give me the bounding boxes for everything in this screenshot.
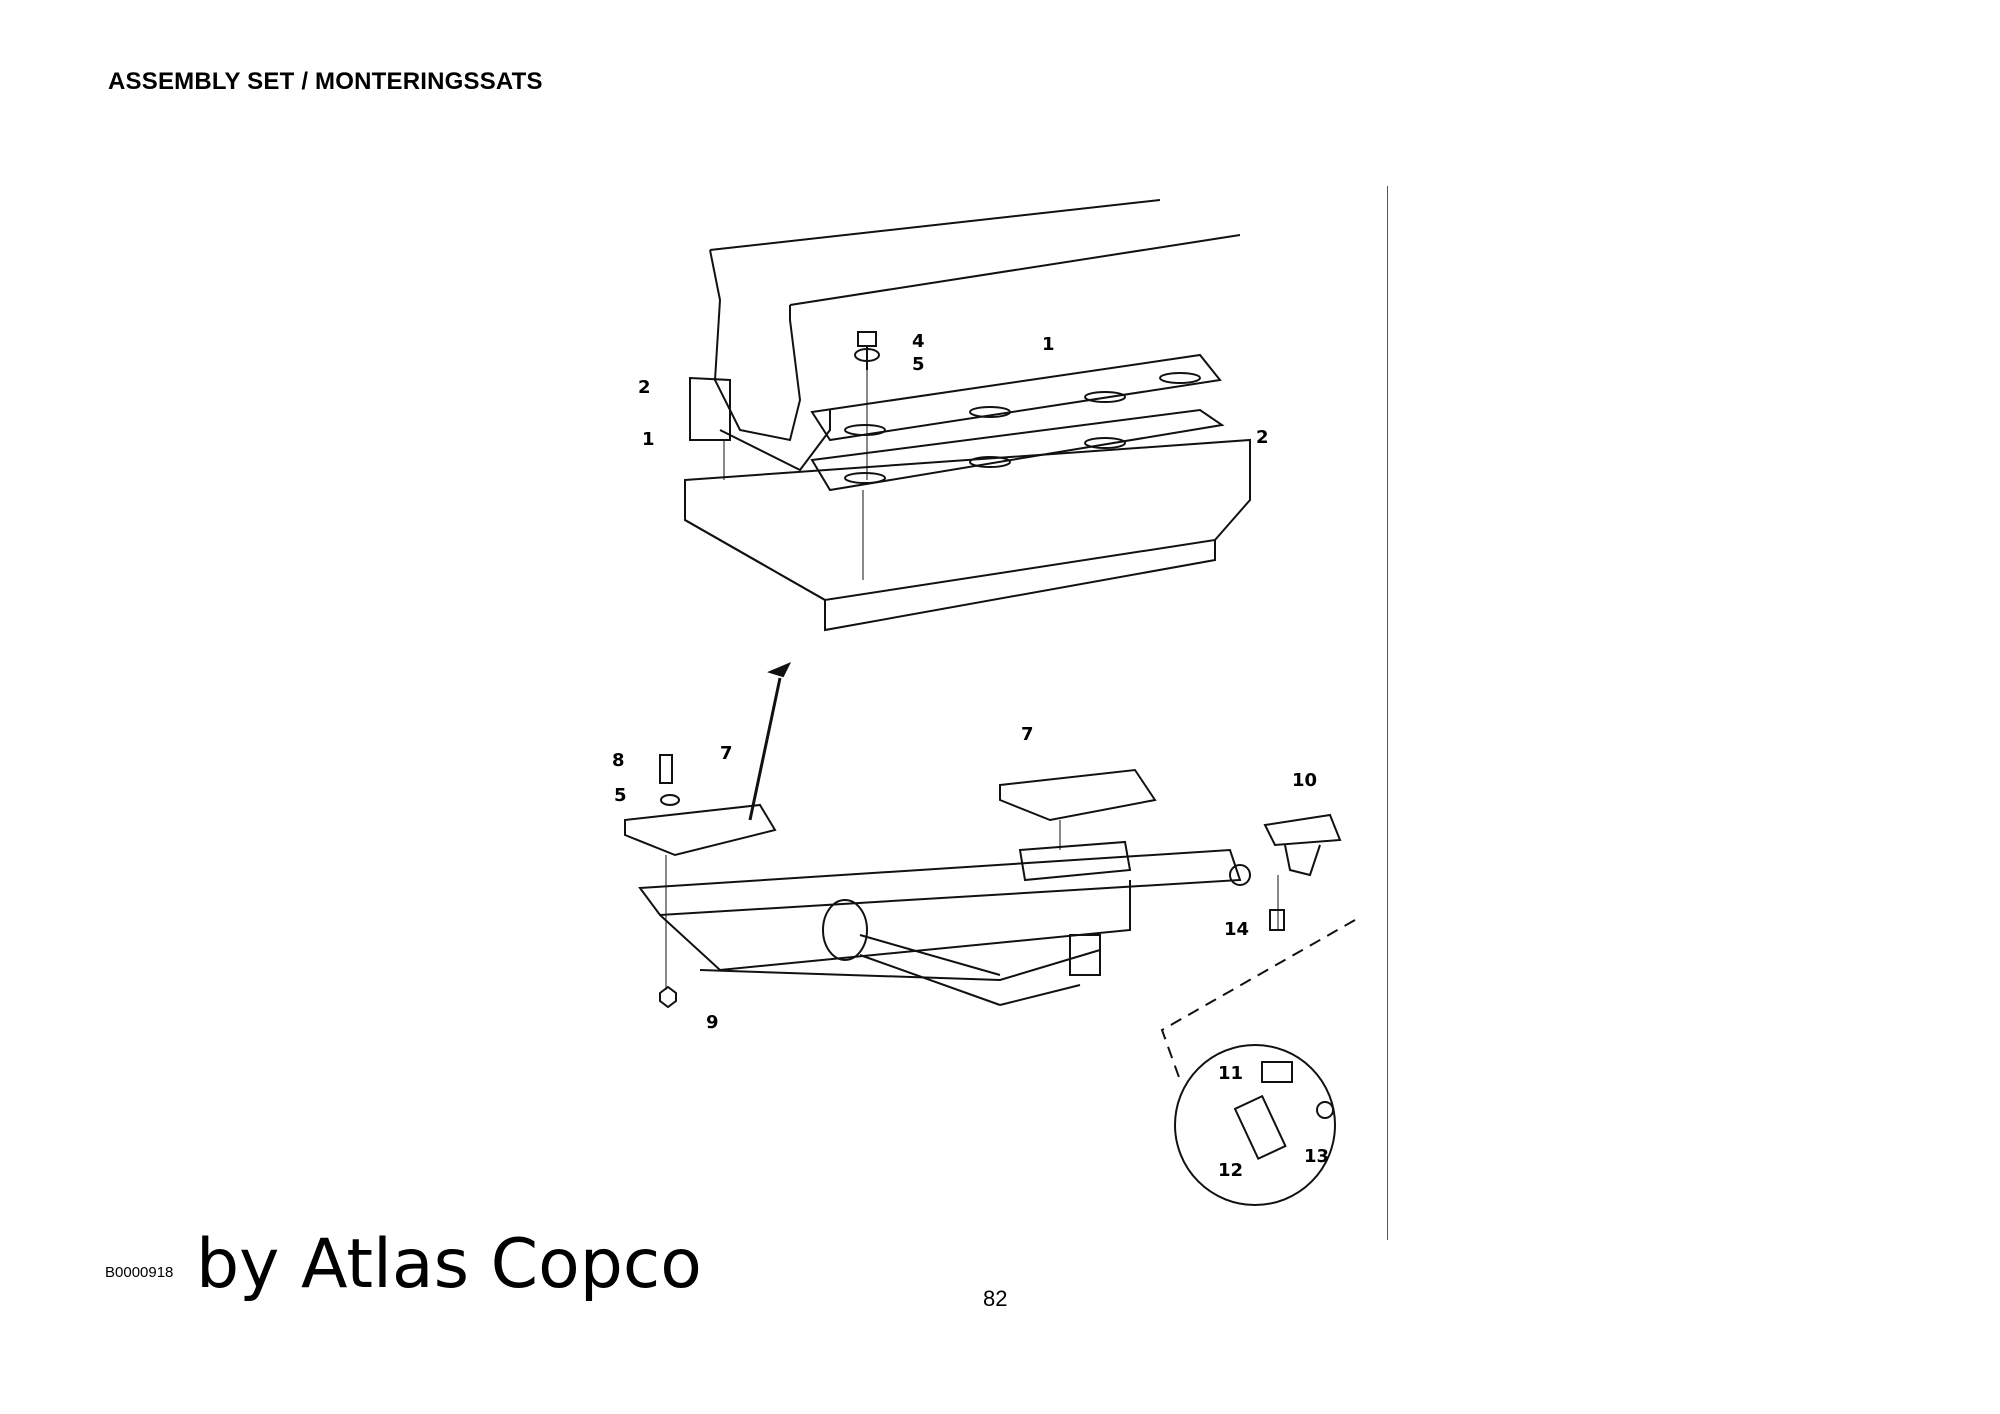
callout-label: 4: [912, 331, 925, 352]
callout-label: 13: [1304, 1146, 1329, 1167]
callout-label: 10: [1292, 770, 1317, 791]
callout-label: 8: [612, 750, 625, 771]
page-title: ASSEMBLY SET / MONTERINGSSATS: [108, 68, 543, 95]
callout-label: 12: [1218, 1160, 1243, 1181]
callout-label: 14: [1224, 919, 1249, 940]
drawing-code: B0000918: [105, 1264, 174, 1281]
frame-beam-drawing: [638, 848, 1251, 1006]
arrow-head: [767, 662, 792, 678]
callout-label: 2: [638, 377, 651, 398]
callout-label: 7: [1021, 724, 1034, 745]
brand-watermark: by Atlas Copco: [196, 1225, 702, 1304]
callout-label: 1: [1042, 334, 1055, 355]
plate-7-left: [624, 754, 777, 1009]
direction-arrow: [748, 677, 782, 821]
detail-circle: [1174, 1044, 1336, 1206]
rail-profile-drawing: [689, 199, 1241, 472]
callout-label: 1: [642, 429, 655, 450]
rail-plates-drawing: [810, 353, 1225, 492]
page-number: 82: [983, 1286, 1008, 1311]
plate-7-middle: [999, 768, 1157, 882]
bracket-10: [1263, 813, 1342, 931]
callout-label: 5: [912, 354, 925, 375]
callout-label: 9: [706, 1012, 719, 1033]
callout-label: 7: [720, 743, 733, 764]
base-block-drawing: [684, 438, 1251, 632]
detail-leader-dashed: [1160, 919, 1356, 1081]
bolt-4-washer-5: [723, 331, 880, 580]
callout-label: 5: [614, 785, 627, 806]
callout-label: 2: [1256, 427, 1269, 448]
callout-label: 11: [1218, 1063, 1243, 1084]
detail-parts: [1233, 1061, 1334, 1161]
margin-divider: [1387, 186, 1388, 1240]
